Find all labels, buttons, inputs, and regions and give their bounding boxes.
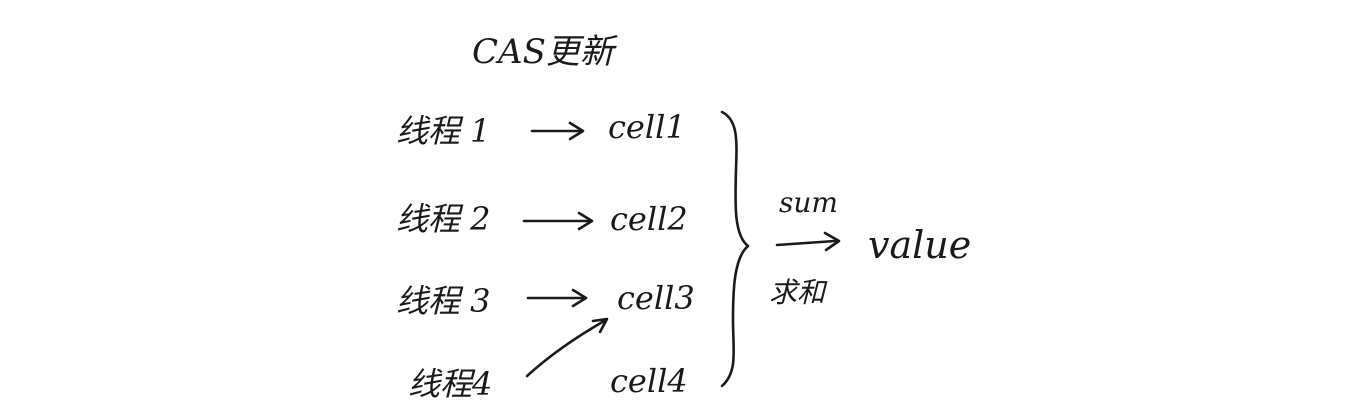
arrow-thread2-cell2 — [522, 211, 594, 231]
cell-label-2: cell2 — [610, 200, 688, 238]
sum-cn-label: 求和 — [769, 276, 828, 309]
sum-label: sum — [779, 186, 838, 219]
thread-label-2: 线程 2 — [396, 200, 491, 238]
arrow-sum-to-value — [775, 231, 841, 252]
cell-label-3: cell3 — [617, 279, 695, 317]
arrow-thread1-cell1 — [530, 121, 585, 141]
thread-label-3: 线程 3 — [396, 282, 491, 320]
curly-brace — [720, 110, 750, 388]
thread-label-4: 线程4 — [408, 365, 492, 403]
thread-label-1: 线程 1 — [396, 112, 491, 150]
cell-label-1: cell1 — [608, 108, 686, 146]
arrow-thread4-cell3 — [525, 317, 609, 378]
cell-label-4: cell4 — [610, 362, 688, 400]
arrow-thread3-cell3 — [526, 288, 588, 308]
result-value-label: value — [868, 223, 971, 267]
title-cas-update: CAS更新 — [472, 32, 619, 72]
